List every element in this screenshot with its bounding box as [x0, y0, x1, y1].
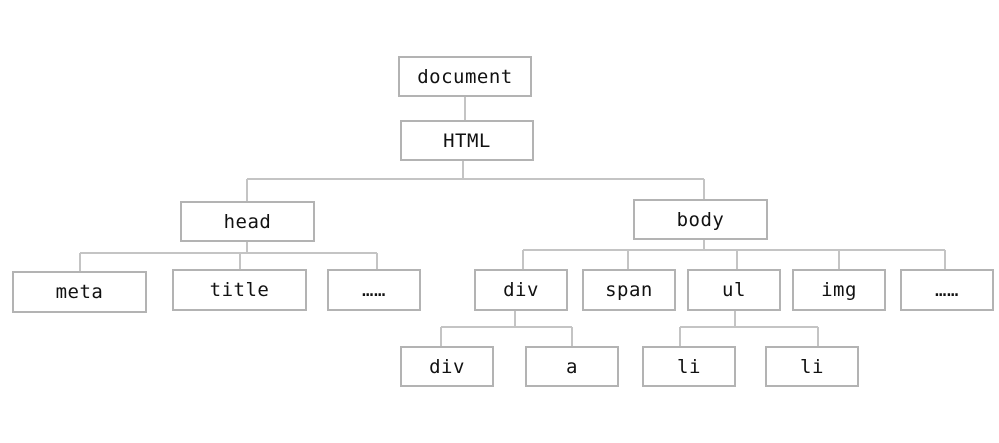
node-img: img: [792, 269, 886, 311]
node-title: title: [172, 269, 307, 311]
node-document: document: [398, 56, 532, 97]
node-span: span: [582, 269, 676, 311]
node-head-more: ……: [327, 269, 421, 311]
node-ul: ul: [687, 269, 781, 311]
node-div: div: [474, 269, 568, 311]
node-div-child-div: div: [400, 346, 494, 387]
node-ul-li-2: li: [765, 346, 859, 387]
node-head: head: [180, 201, 315, 242]
node-body-more: ……: [900, 269, 994, 311]
node-div-child-a: a: [525, 346, 619, 387]
node-body: body: [633, 199, 768, 240]
node-meta: meta: [12, 271, 147, 313]
node-ul-li-1: li: [642, 346, 736, 387]
node-html: HTML: [400, 120, 534, 161]
